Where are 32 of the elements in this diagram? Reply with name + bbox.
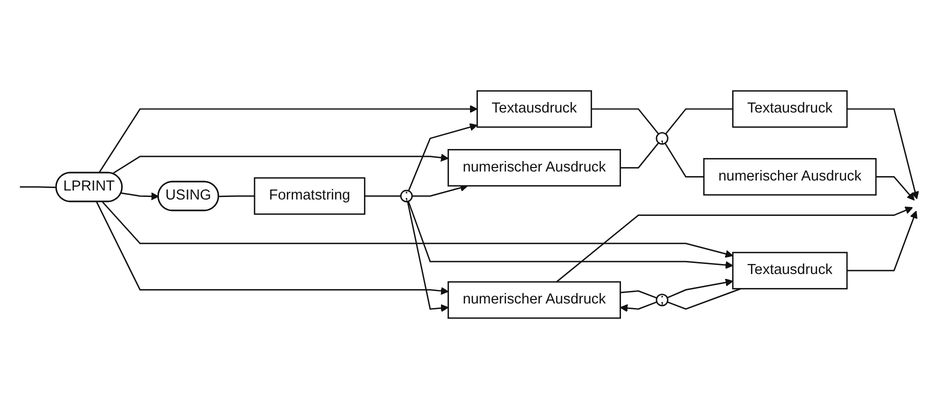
arrow	[620, 301, 658, 312]
connector-line	[620, 142, 660, 168]
syntax-box: Textausdruck	[732, 90, 848, 128]
connector-line	[218, 195, 255, 198]
keyword-terminal: LPRINT	[55, 172, 123, 202]
syntax-box: numerischer Ausdruck	[703, 158, 877, 196]
syntax-box: numerischer Ausdruck	[448, 281, 621, 319]
keyword-terminal: USING	[157, 180, 220, 212]
arrow	[847, 210, 918, 272]
syntax-box: Formatstring	[254, 177, 366, 215]
connector-line	[665, 108, 733, 134]
arrow	[102, 201, 734, 258]
arrow	[112, 154, 449, 174]
arrow	[876, 176, 915, 201]
arrow	[408, 201, 734, 269]
connector-line	[364, 195, 401, 197]
connector-line	[620, 290, 658, 299]
arrow	[96, 202, 449, 295]
arrow	[121, 192, 159, 200]
arrow	[98, 105, 478, 174]
syntax-box: numerischer Ausdruck	[448, 149, 621, 187]
arrow	[847, 108, 919, 200]
connector-line	[664, 142, 704, 178]
arrow	[408, 123, 478, 192]
arrow	[406, 201, 449, 312]
connector-line	[591, 108, 660, 134]
connector-line	[20, 186, 57, 188]
syntax-box: Textausdruck	[476, 90, 592, 128]
connector-line	[667, 288, 742, 310]
syntax-box: Textausdruck	[732, 252, 848, 290]
arrow	[556, 206, 913, 282]
arrow	[667, 278, 734, 298]
